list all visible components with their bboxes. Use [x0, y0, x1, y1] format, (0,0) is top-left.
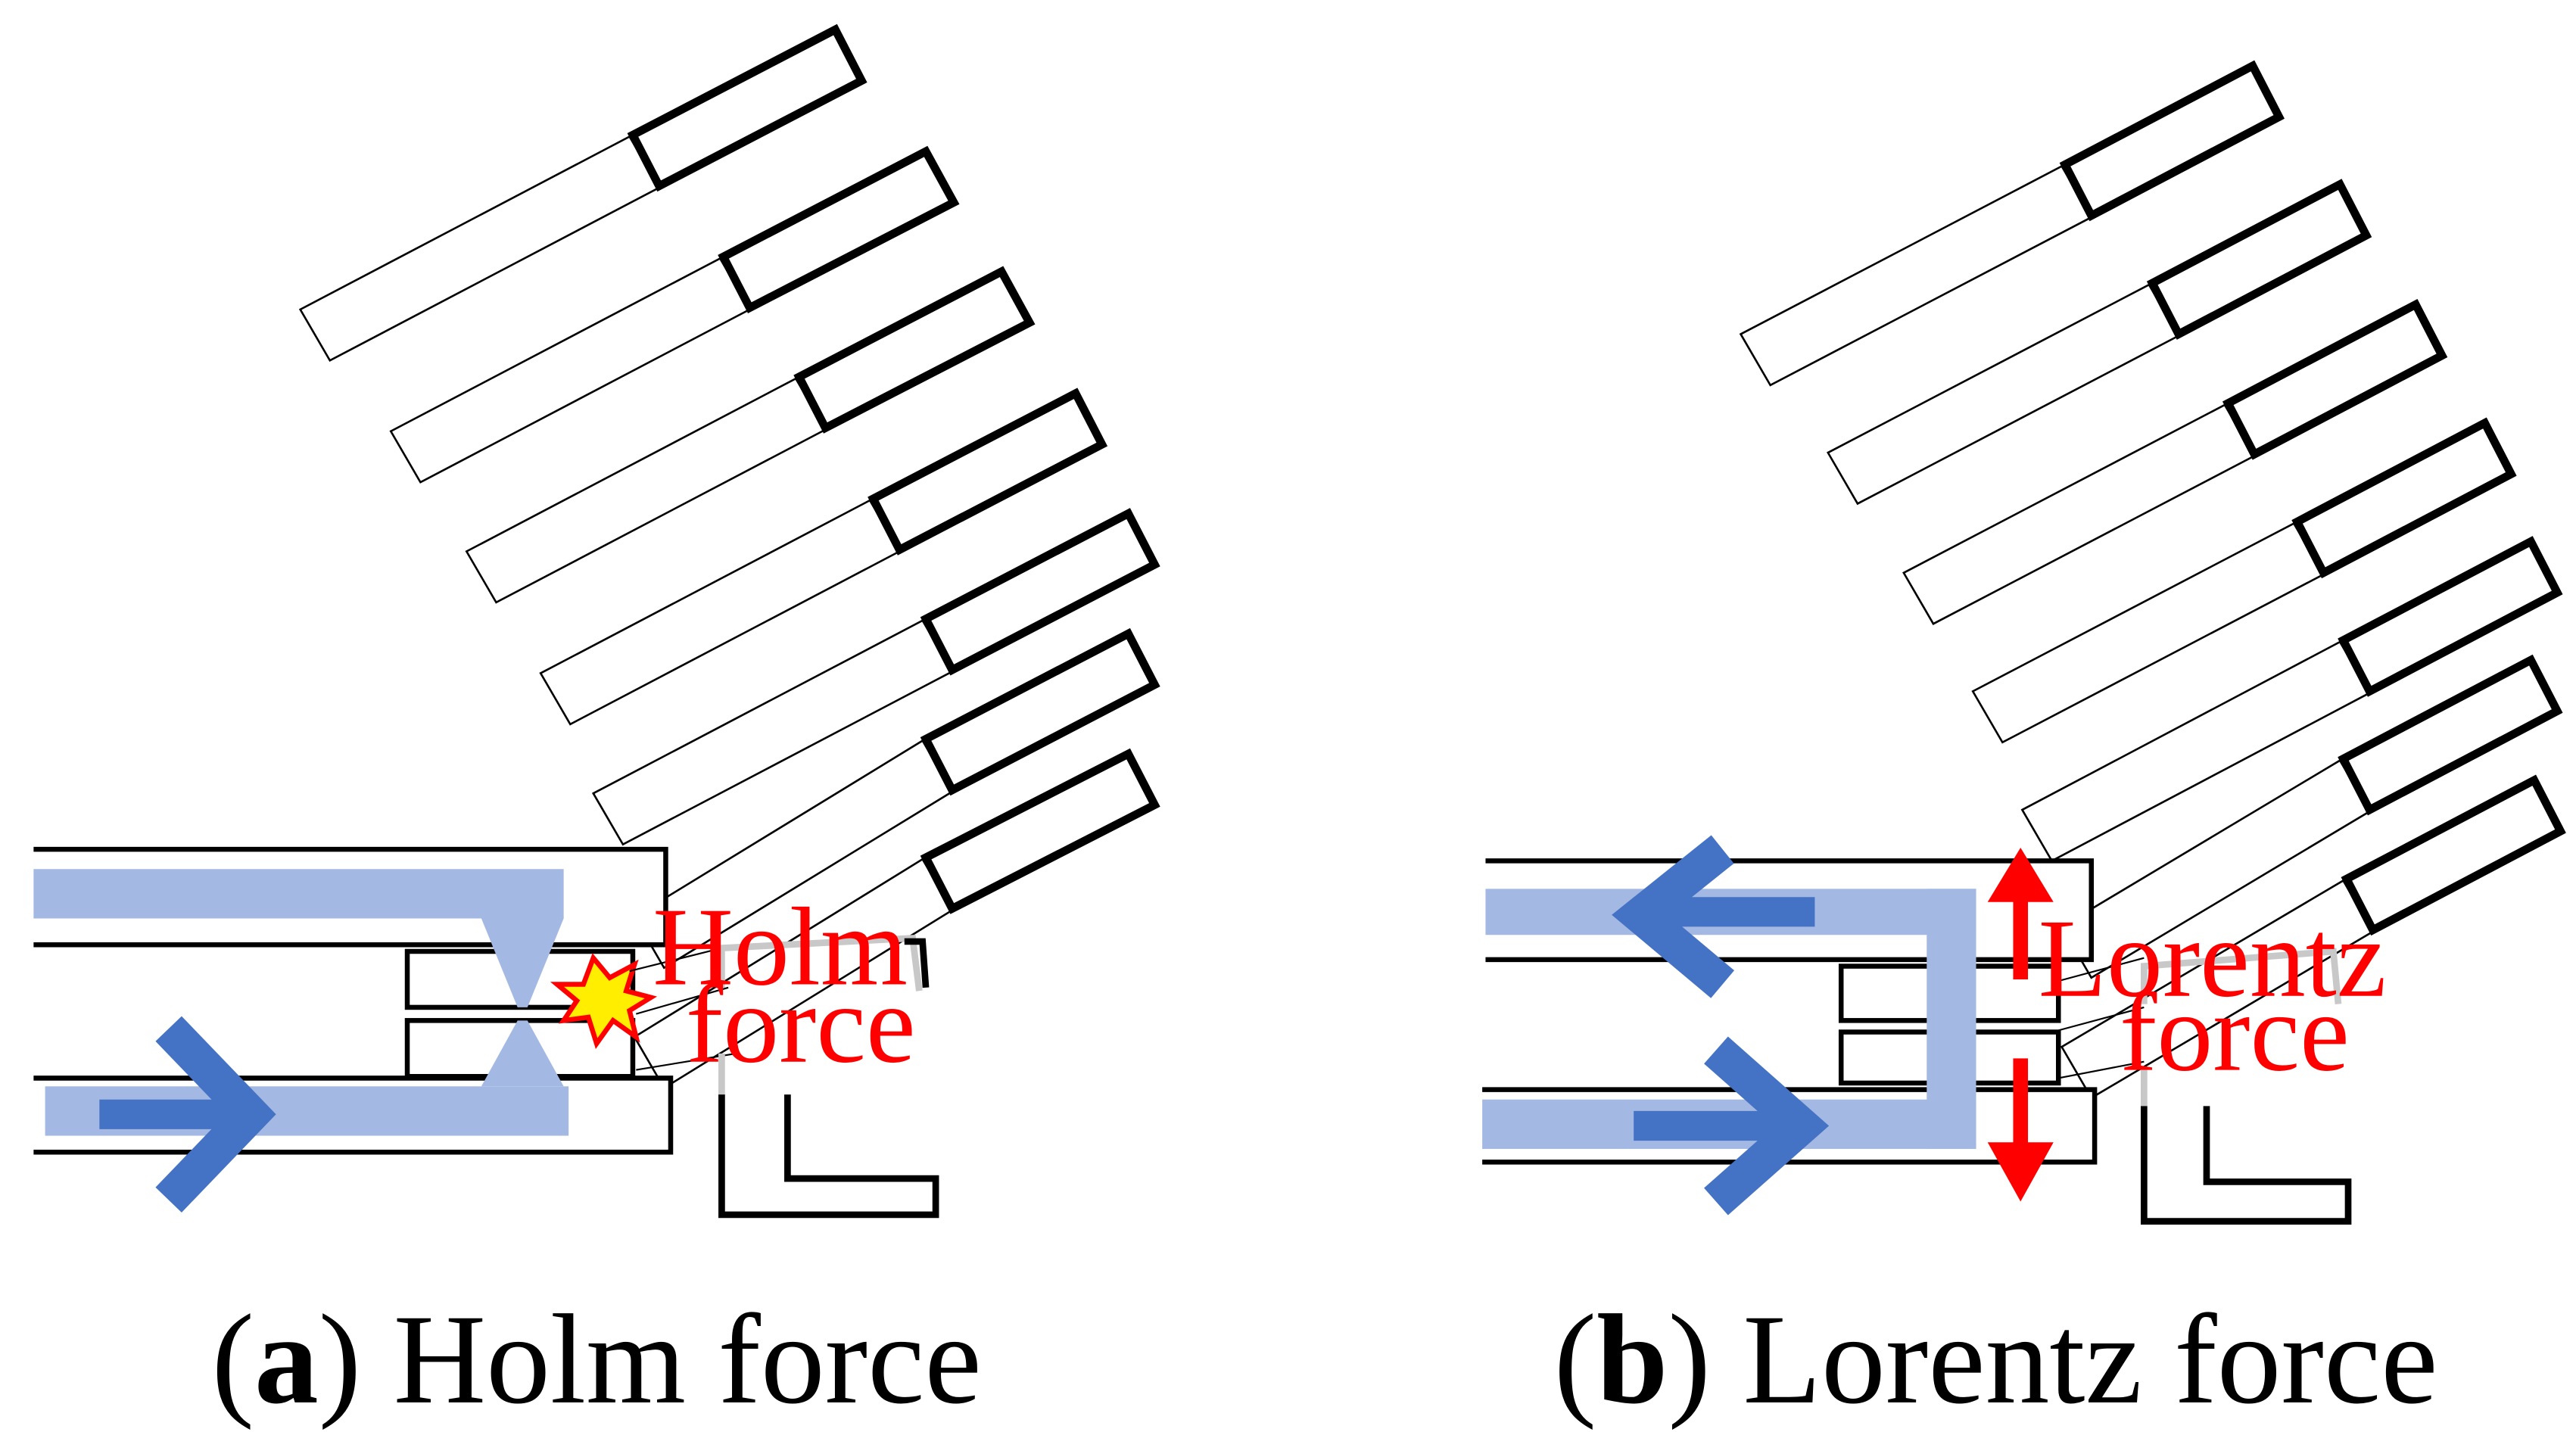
finger-b-2 — [1826, 179, 2372, 506]
force-label-b-line-1: Lorentz — [2039, 896, 2387, 1020]
contact-fingers-a — [298, 23, 1160, 1090]
finger-a-6 — [633, 627, 1160, 970]
guide-lines-b — [2057, 957, 2145, 1079]
panel-b: Lorentz force (b) Lorentz force — [1482, 60, 2566, 1430]
caption-a-letter: a — [254, 1288, 319, 1430]
caption-a: (a) Holm force — [211, 1288, 981, 1430]
finger-a-4 — [539, 388, 1108, 726]
panel-a: Holm force (a) Holm force — [33, 23, 1160, 1430]
finger-b-1 — [1739, 60, 2285, 387]
current-arrow-lower-head — [1704, 1036, 1830, 1216]
caption-b-text: Lorentz force — [1743, 1288, 2437, 1430]
finger-b-7 — [2060, 774, 2566, 1100]
finger-a-5 — [591, 508, 1160, 846]
finger-b-4 — [1971, 417, 2517, 744]
force-label-a: Holm force — [653, 884, 936, 1085]
finger-a-3 — [465, 266, 1036, 604]
force-arrow-up-icon — [1987, 847, 2054, 979]
current-arrow-icon — [1612, 835, 1830, 1216]
finger-a-1 — [298, 23, 867, 362]
finger-b-5 — [2020, 536, 2563, 863]
caption-a-text: Holm force — [394, 1288, 982, 1430]
caption-b: (b) Lorentz force — [1554, 1288, 2438, 1430]
force-arrow-down-icon — [1987, 1058, 2054, 1202]
current-path-b — [1482, 889, 1976, 1149]
finger-a-2 — [389, 145, 960, 484]
contact-fingers-b — [1739, 60, 2566, 1100]
current-arrow-upper-head — [1612, 835, 1735, 998]
force-label-a-line-1: Holm — [653, 884, 908, 1008]
caption-b-letter: b — [1596, 1288, 1668, 1430]
contact-spark-icon — [550, 953, 658, 1050]
finger-a-7 — [633, 748, 1160, 1090]
force-label-b: Lorentz force — [2039, 896, 2415, 1094]
force-label-b-line-2: force — [2120, 970, 2350, 1094]
current-arrow-icon — [99, 1016, 276, 1213]
finger-b-3 — [1902, 298, 2448, 625]
bracket-b — [2141, 948, 2352, 1225]
force-label-a-line-2: force — [686, 962, 916, 1086]
bracket-a — [718, 935, 939, 1219]
